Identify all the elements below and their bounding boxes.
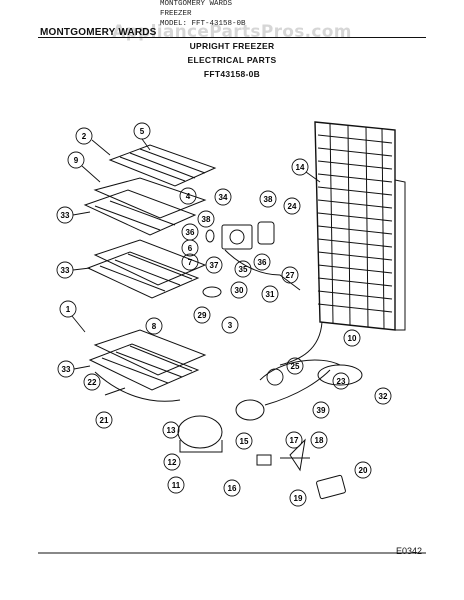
callout-11: 11	[172, 481, 181, 490]
stamp-line-2: FREEZER	[160, 10, 192, 18]
callout-23: 23	[337, 377, 346, 386]
callout-37: 37	[210, 261, 219, 270]
callout-18: 18	[315, 436, 324, 445]
callout-20: 20	[359, 466, 368, 475]
callout-36: 36	[258, 258, 267, 267]
callout-16: 16	[228, 484, 237, 493]
callout-30: 30	[235, 286, 244, 295]
thermostat-assembly	[202, 221, 301, 298]
callout-21: 21	[100, 416, 109, 425]
part-callouts	[56, 122, 392, 507]
stamp-line-3: MODEL: FFT-43158-0B	[160, 20, 246, 28]
diagram-code: E0342	[395, 546, 422, 556]
callout-14: 14	[296, 163, 305, 172]
callout-33: 33	[62, 365, 71, 374]
callout-33: 33	[61, 266, 70, 275]
callout-24: 24	[288, 202, 297, 211]
callout-6: 6	[188, 244, 193, 253]
callout-5: 5	[140, 127, 145, 136]
page-subtitle: ELECTRICAL PARTS	[187, 55, 277, 65]
callout-34: 34	[219, 193, 228, 202]
callout-31: 31	[266, 290, 275, 299]
upper-shelf-grid	[83, 144, 217, 236]
callout-7: 7	[188, 258, 193, 267]
callout-22: 22	[88, 378, 97, 387]
callout-15: 15	[240, 437, 249, 446]
stamp-line-1: MONTGOMERY WARDS	[160, 0, 233, 8]
callout-39: 39	[317, 406, 326, 415]
callout-1: 1	[66, 305, 71, 314]
callout-38: 38	[264, 195, 273, 204]
callout-19: 19	[294, 494, 303, 503]
watermark: AppliancePartsPros.com	[112, 22, 352, 42]
callout-29: 29	[198, 311, 207, 320]
callout-27: 27	[286, 271, 295, 280]
callout-13: 13	[167, 426, 176, 435]
callout-32: 32	[379, 392, 388, 401]
drain-tubing	[94, 359, 363, 402]
callout-2: 2	[82, 132, 87, 141]
callout-36: 36	[186, 228, 195, 237]
callout-3: 3	[228, 321, 233, 330]
condenser-coil	[279, 121, 406, 366]
callout-9: 9	[74, 156, 79, 165]
callout-12: 12	[168, 458, 177, 467]
middle-shelf-grid	[86, 239, 207, 299]
callout-17: 17	[290, 436, 299, 445]
callout-33: 33	[61, 211, 70, 220]
callout-8: 8	[152, 322, 157, 331]
compressor	[177, 369, 331, 466]
lower-shelf-grid	[88, 329, 207, 391]
callout-4: 4	[186, 192, 191, 201]
condenser-fan	[280, 438, 346, 500]
callout-25: 25	[291, 362, 300, 371]
callout-35: 35	[239, 265, 248, 274]
callout-10: 10	[348, 334, 357, 343]
callout-38: 38	[202, 215, 211, 224]
model-number: FFT43158-0B	[203, 69, 261, 79]
brand-name: MONTGOMERY WARDS	[40, 27, 157, 38]
header-top-rule	[38, 37, 426, 38]
page-title: UPRIGHT FREEZER	[189, 41, 275, 51]
